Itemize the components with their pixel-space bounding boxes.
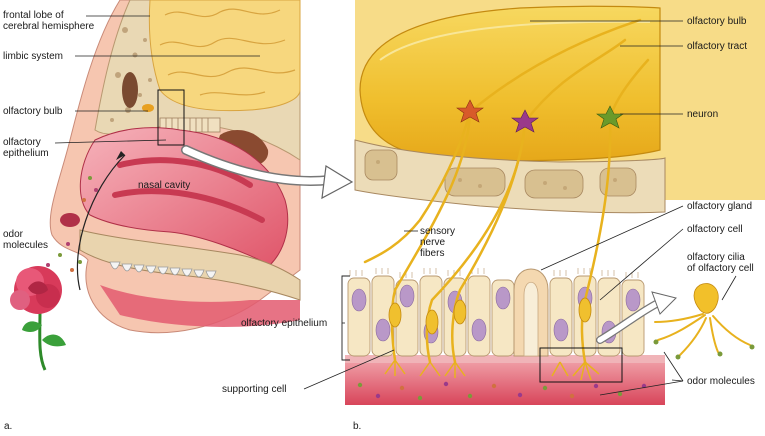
- label-limbic-system: limbic system: [3, 51, 64, 62]
- label-olfactory-bulb-b: olfactory bulb: [687, 16, 747, 27]
- panel-a-head-section: [46, 0, 301, 334]
- label-odor-molecules-b: odor molecules: [687, 376, 755, 387]
- rose-illustration: [10, 266, 66, 371]
- panel-a-letter: a.: [4, 421, 13, 432]
- sensory-nerve-fibers: [363, 18, 650, 364]
- label-olfactory-tract: olfactory tract: [687, 41, 748, 52]
- label-olfactory-bulb-a: olfactory bulb: [3, 106, 63, 117]
- label-sensory-nerve-fibers: sensory nerve fibers: [420, 226, 456, 259]
- label-frontal-lobe: frontal lobe of cerebral hemisphere: [3, 10, 95, 32]
- panel-b-letter: b.: [353, 421, 362, 432]
- label-neuron: neuron: [687, 109, 719, 120]
- epithelial-cells: [347, 268, 645, 357]
- panel-b-epithelium-section: [341, 0, 765, 405]
- leader-lines: [54, 15, 737, 396]
- label-olfactory-epithelium-b: olfactory epithelium: [241, 318, 328, 329]
- cilia-detail: [653, 283, 755, 360]
- label-olfactory-cilia: olfactory cilia of olfactory cell: [687, 252, 754, 274]
- odor-molecule-dots-b: [357, 381, 647, 401]
- label-odor-molecules-a: odor molecules: [3, 229, 49, 251]
- label-olfactory-epithelium-a: olfactory epithelium: [3, 137, 49, 159]
- label-nasal-cavity: nasal cavity: [138, 180, 191, 191]
- label-olfactory-gland: olfactory gland: [687, 201, 753, 212]
- label-olfactory-cell: olfactory cell: [687, 224, 743, 235]
- label-supporting-cell: supporting cell: [222, 384, 287, 395]
